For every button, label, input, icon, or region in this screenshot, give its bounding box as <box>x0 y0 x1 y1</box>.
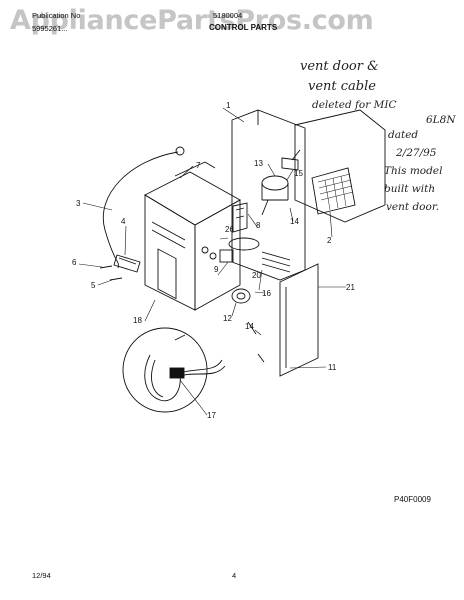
callout-20: 20 <box>252 271 261 280</box>
wire-harness <box>122 327 226 413</box>
model-number: 5180004 <box>213 11 243 20</box>
handwritten-line-4: 6L8N <box>426 114 456 126</box>
callout-4: 4 <box>121 217 126 226</box>
callout-6: 6 <box>72 258 77 267</box>
connector-strip <box>113 254 141 273</box>
control-housing <box>144 161 241 311</box>
callout-8: 8 <box>256 221 261 230</box>
cable-part <box>102 151 179 269</box>
callout-7: 7 <box>196 161 201 170</box>
bracket-part <box>232 202 248 233</box>
watermark: AppliancePartsPros.com <box>10 5 374 36</box>
handwritten-line-8: built with <box>384 183 436 195</box>
publication-number: 5995261... <box>32 24 68 33</box>
callout-9: 9 <box>214 265 219 274</box>
callout-3: 3 <box>76 199 81 208</box>
callout-21: 21 <box>346 283 355 292</box>
handwritten-line-5: dated <box>388 129 419 141</box>
diagram-code: P40F0009 <box>394 495 431 504</box>
callout-14b: 14 <box>245 322 254 331</box>
callout-11: 11 <box>328 363 337 372</box>
callout-15: 15 <box>294 169 303 178</box>
cover-panel <box>279 263 319 377</box>
handwritten-line-9: vent door. <box>386 201 440 213</box>
callout-5: 5 <box>91 281 96 290</box>
callout-17: 17 <box>207 411 216 420</box>
page-number: 4 <box>232 571 237 580</box>
callout-18: 18 <box>133 316 142 325</box>
handwritten-line-2: vent cable <box>308 79 376 94</box>
callout-2: 2 <box>327 236 332 245</box>
motor-part <box>261 175 289 191</box>
callout-26: 26 <box>225 225 234 234</box>
callout-16: 16 <box>262 289 271 298</box>
handwritten-line-6: 2/27/95 <box>396 147 437 159</box>
handwritten-line-1: vent door & <box>300 59 379 74</box>
switch-part <box>228 237 260 251</box>
publication-label: Publication No <box>32 11 81 20</box>
callout-10: 1 <box>226 101 231 110</box>
footer-date: 12/94 <box>32 571 51 580</box>
knob-part <box>231 288 251 304</box>
handwritten-line-3: deleted for MIC <box>312 99 397 111</box>
cable-terminal <box>175 146 185 156</box>
callout-13: 13 <box>254 159 263 168</box>
section-title: CONTROL PARTS <box>209 23 278 32</box>
callout-12: 12 <box>223 314 232 323</box>
handwritten-line-7: This model <box>384 165 443 177</box>
back-panel <box>231 109 386 281</box>
callout-14a: 14 <box>290 217 299 226</box>
